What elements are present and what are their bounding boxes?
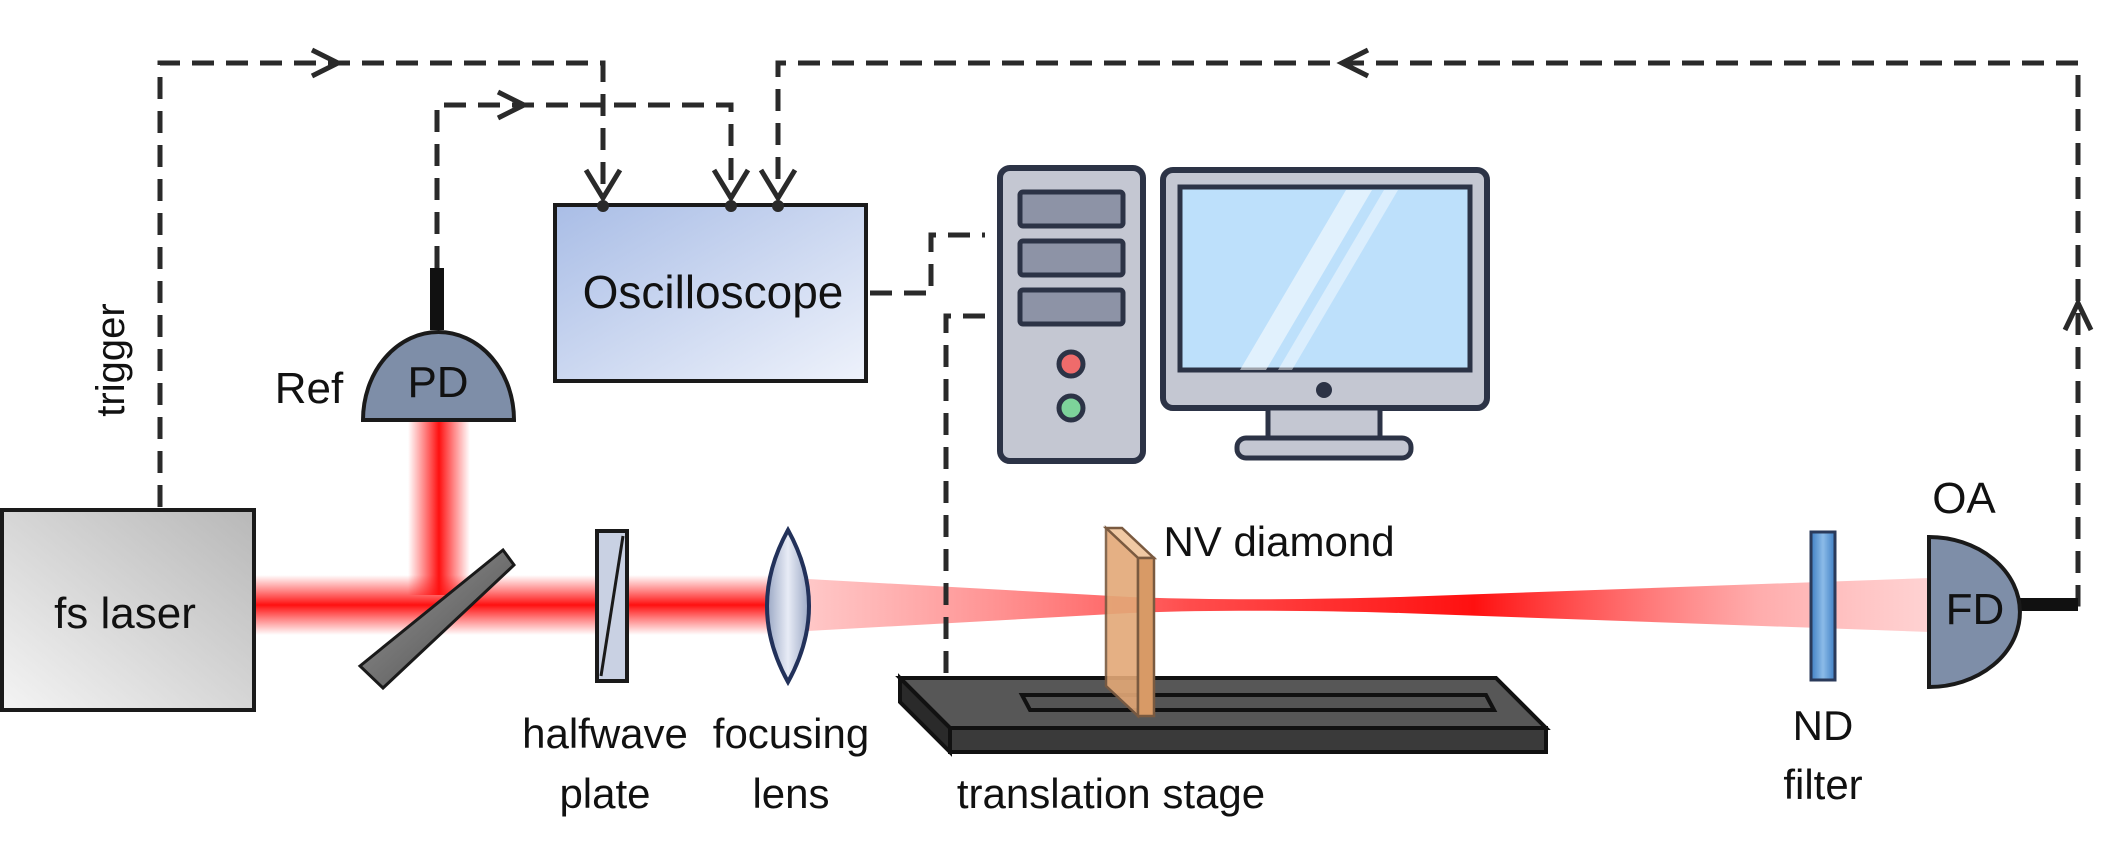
arrow-down-icon xyxy=(758,168,798,203)
computer-monitor xyxy=(1160,167,1490,461)
stage-front xyxy=(948,726,1548,754)
pd-signal-line xyxy=(434,102,734,268)
fd-stem xyxy=(2010,598,2078,611)
oscilloscope: Oscilloscope xyxy=(553,200,868,383)
beam-reference-segment xyxy=(408,415,470,595)
focusing-lens xyxy=(765,525,811,687)
nv-diamond-sample xyxy=(1102,525,1158,719)
halfwave-label-line2: plate xyxy=(559,770,650,817)
halfwave-plate xyxy=(595,529,629,683)
pd-label: PD xyxy=(407,358,468,407)
input-port xyxy=(597,200,609,212)
drive-bay xyxy=(1017,238,1126,278)
beam-splitter xyxy=(357,547,516,691)
oa-label: OA xyxy=(1932,474,1996,523)
arrow-right-icon xyxy=(496,89,530,121)
scope-computer-line xyxy=(870,232,985,296)
arrow-left-icon xyxy=(1336,47,1370,79)
fd-label: FD xyxy=(1946,585,2005,634)
signal-arrows xyxy=(310,47,2094,332)
oa-detector: FD xyxy=(1927,534,2078,690)
trigger-label: trigger xyxy=(89,303,133,416)
trigger-line xyxy=(157,60,606,507)
monitor-neck xyxy=(1265,405,1383,441)
ref-label: Ref xyxy=(275,364,344,413)
input-port xyxy=(772,200,784,212)
nd-label-line1: ND xyxy=(1793,702,1854,749)
monitor-base xyxy=(1234,435,1414,461)
nv-diamond-label: NV diamond xyxy=(1163,518,1394,565)
drive-bay xyxy=(1017,287,1126,327)
pd-stem xyxy=(430,268,444,330)
diamond-face xyxy=(1104,525,1140,719)
laser-box xyxy=(0,508,256,712)
computer xyxy=(997,165,1490,464)
power-led-icon xyxy=(1056,349,1086,379)
computer-tower xyxy=(997,165,1146,464)
input-port xyxy=(725,200,737,212)
focusing-label-line1: focusing xyxy=(713,710,869,757)
pd-body xyxy=(360,330,517,422)
translation-stage xyxy=(895,673,1551,757)
halfwave-plate-axis xyxy=(599,535,625,677)
laser-beam xyxy=(250,415,1930,635)
nd-label-line2: filter xyxy=(1783,761,1862,808)
halfwave-label-line1: halfwave xyxy=(522,710,688,757)
fs-laser-label: fs laser xyxy=(54,589,196,638)
status-led-icon xyxy=(1056,393,1086,423)
focusing-label-line2: lens xyxy=(752,770,829,817)
stage-rail xyxy=(1018,693,1498,712)
fd-body xyxy=(1927,534,2022,690)
translation-stage-label: translation stage xyxy=(957,770,1265,817)
oscilloscope-label: Oscilloscope xyxy=(583,266,844,318)
screen-glare xyxy=(1240,190,1372,370)
arrow-up-icon xyxy=(2062,297,2094,332)
nd-filter xyxy=(1809,530,1837,682)
stage-side xyxy=(898,673,952,757)
monitor-button-icon xyxy=(1316,382,1332,398)
arrow-down-icon xyxy=(583,168,623,203)
screen-glare xyxy=(1278,190,1398,370)
arrow-right-icon xyxy=(310,47,344,79)
diamond-side xyxy=(1136,556,1156,718)
beam-focused-segment xyxy=(790,578,1930,632)
reference-photodiode: PD xyxy=(360,268,517,422)
beam-main-segment xyxy=(250,575,785,635)
arrow-down-icon xyxy=(711,168,751,203)
oscilloscope-box xyxy=(553,203,868,383)
computer-stage-line xyxy=(943,313,985,680)
drive-bay xyxy=(1017,189,1126,229)
monitor-screen xyxy=(1177,184,1473,373)
fs-laser: fs laser xyxy=(0,508,256,712)
